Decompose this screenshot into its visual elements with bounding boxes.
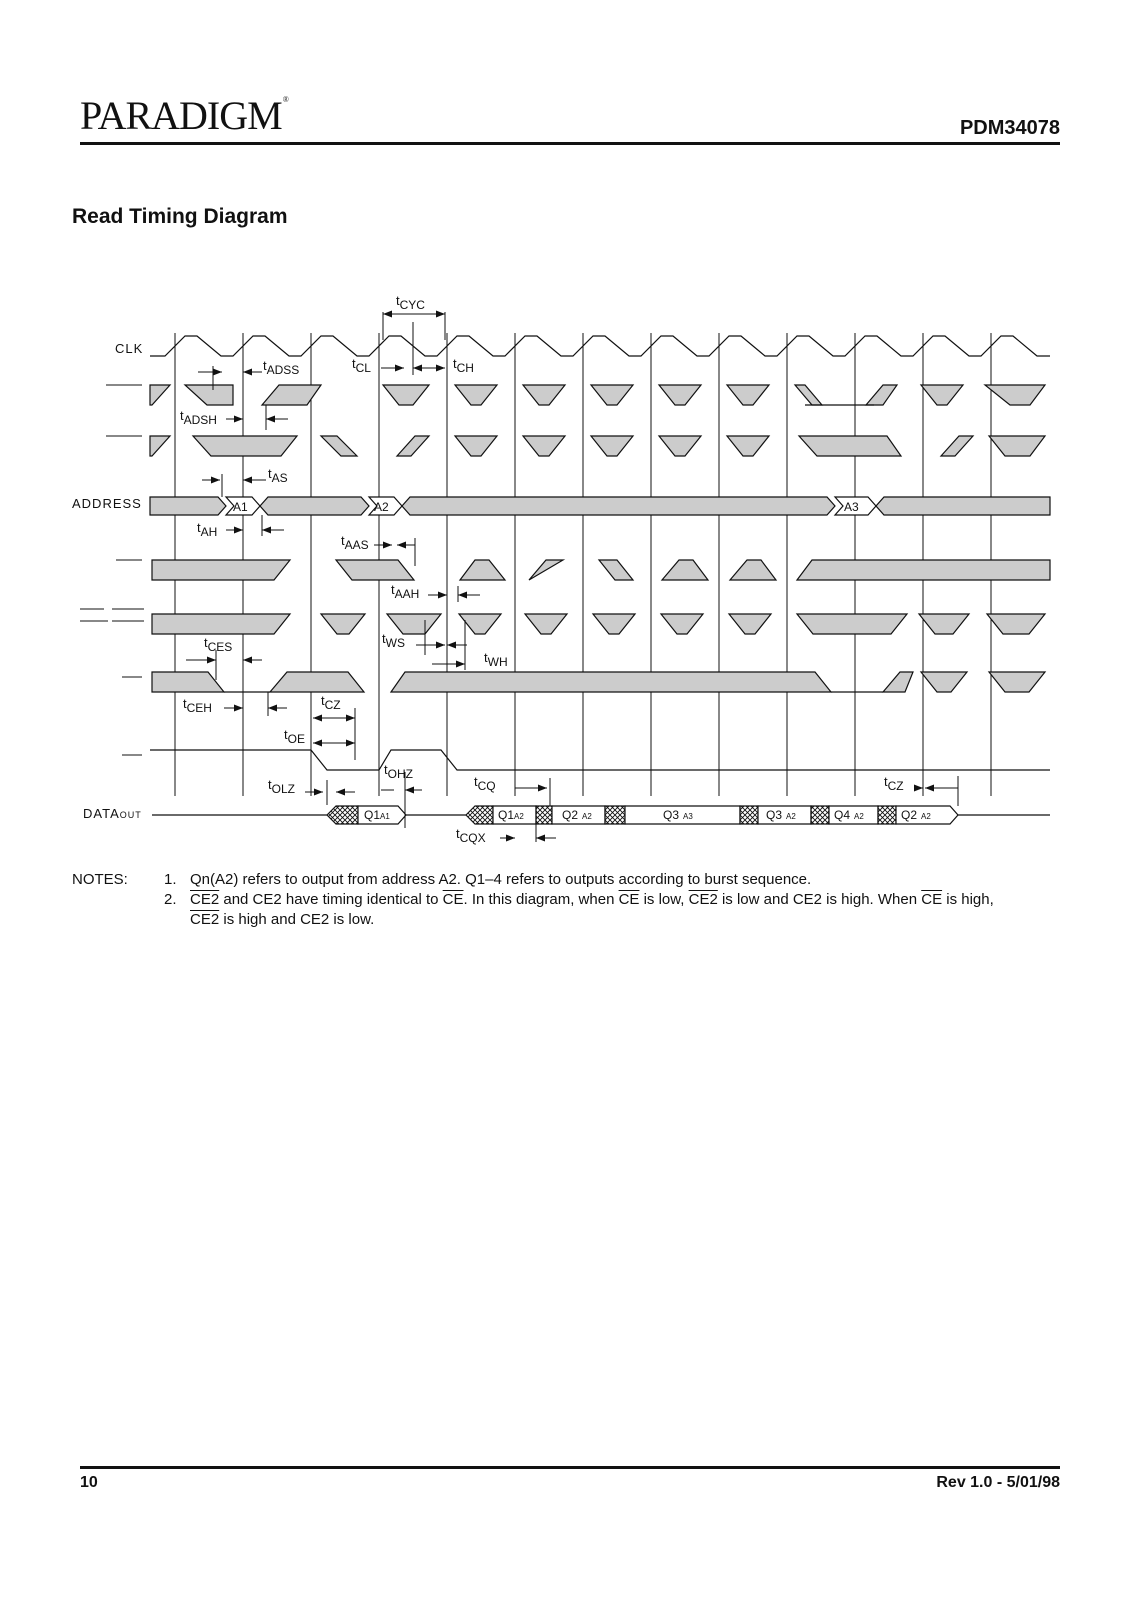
header-rule [80, 142, 1060, 145]
label-tadss: tADSS [263, 358, 299, 377]
address-waveform [149, 496, 1051, 516]
clk-waveform [150, 335, 1050, 357]
label-tas: tAS [268, 466, 288, 485]
note-1: NOTES: 1. Qn(A2) refers to output from a… [72, 871, 812, 888]
label-tcyc: tCYC [396, 293, 425, 312]
data-out-label: DATAOUT [83, 806, 142, 821]
address-label: ADDRESS [72, 496, 142, 511]
clk-label: CLK [115, 341, 143, 356]
adv-waveform [151, 559, 1051, 581]
adsc-waveform [149, 435, 1047, 457]
page-number: 10 [80, 1474, 98, 1491]
address-a3: A3 [844, 500, 859, 514]
label-tcqx: tCQX [456, 826, 486, 845]
label-tcq: tCQ [474, 774, 496, 793]
label-tadsh: tADSH [180, 408, 217, 427]
read-timing-diagram: CLK ADDRESS DATAOUT [72, 293, 1051, 845]
address-a2: A2 [374, 500, 389, 514]
label-toe: tOE [284, 727, 305, 746]
label-tch: tCH [453, 356, 474, 375]
data-cell-1: Q1A2 [498, 808, 524, 822]
label-taas: tAAS [341, 533, 369, 552]
write-enable-waveform [151, 613, 1047, 635]
label-tcz-2: tCZ [884, 774, 904, 793]
label-tces: tCES [204, 635, 232, 654]
timing-markers [186, 310, 959, 842]
label-tws: tWS [382, 631, 405, 650]
label-tohz: tOHZ [384, 762, 413, 781]
label-tah: tAH [197, 520, 217, 539]
output-enable-waveform [150, 749, 1050, 771]
label-taah: tAAH [391, 582, 419, 601]
note-2: 2. CE2 and CE2 have timing identical to … [164, 891, 994, 928]
page-title: Read Timing Diagram [72, 205, 288, 228]
address-a1: A1 [233, 500, 248, 514]
revision: Rev 1.0 - 5/01/98 [936, 1474, 1060, 1491]
timing-labels: tCYC tADSS tCL tCH tADSH tAS tAH tAAS tA… [180, 293, 904, 845]
label-tceh: tCEH [183, 696, 212, 715]
paradigm-logo: PARADIGM® [80, 93, 289, 138]
label-tcl: tCL [352, 356, 371, 375]
data-out-waveform [152, 805, 1050, 825]
footer-rule [80, 1466, 1060, 1469]
overbar-signal-labels [80, 384, 144, 756]
notes: NOTES: 1. Qn(A2) refers to output from a… [72, 870, 1072, 930]
part-number: PDM34078 [959, 117, 1060, 139]
label-tcz-1: tCZ [321, 693, 341, 712]
adsp-waveform [149, 384, 1047, 406]
chip-enable-waveform [151, 671, 1047, 693]
label-twh: tWH [484, 650, 508, 669]
label-tolz: tOLZ [268, 777, 295, 796]
data-cell-0: Q1A1 [364, 808, 390, 822]
